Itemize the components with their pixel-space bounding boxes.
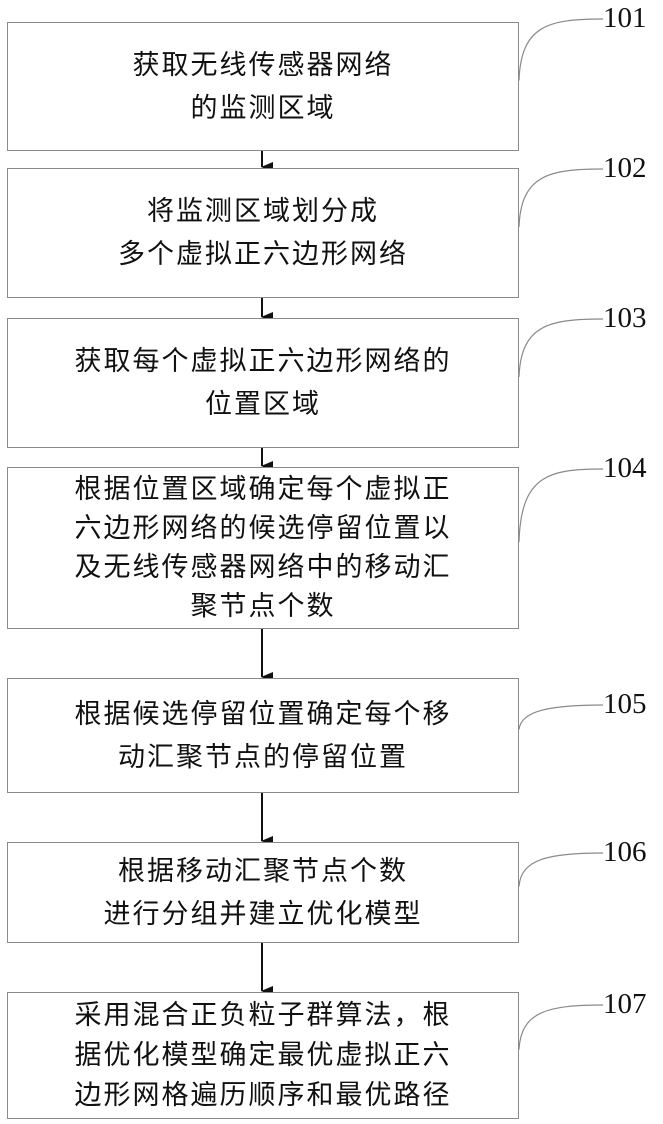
- leader-line: [519, 1005, 603, 1050]
- step-text: 获取无线传感器网络的监测区域: [123, 44, 404, 130]
- step-label-104: 104: [603, 452, 647, 485]
- step-text: 根据位置区域确定每个虚拟正六边形网络的候选停留位置以及无线传感器网络中的移动汇聚…: [65, 470, 462, 626]
- step-label-105: 105: [603, 688, 647, 721]
- step-text: 将监测区域划分成多个虚拟正六边形网络: [108, 190, 418, 276]
- step-box-105: 根据候选停留位置确定每个移动汇聚节点的停留位置: [7, 678, 519, 793]
- leader-line: [519, 705, 603, 730]
- step-text: 根据移动汇聚节点个数进行分组并建立优化模型: [94, 850, 433, 936]
- leader-line: [519, 319, 603, 377]
- leader-line: [519, 853, 603, 887]
- step-label-103: 103: [603, 302, 647, 335]
- step-box-101: 获取无线传感器网络的监测区域: [7, 22, 519, 151]
- step-label-107: 107: [603, 988, 647, 1021]
- step-label-101: 101: [603, 2, 647, 35]
- step-box-107: 采用混合正负粒子群算法，根据优化模型确定最优虚拟正六边形网格遍历顺序和最优路径: [7, 992, 519, 1119]
- leader-line: [519, 469, 603, 542]
- leader-line: [519, 169, 603, 227]
- step-box-106: 根据移动汇聚节点个数进行分组并建立优化模型: [7, 842, 519, 943]
- step-text: 根据候选停留位置确定每个移动汇聚节点的停留位置: [65, 693, 462, 779]
- step-box-102: 将监测区域划分成多个虚拟正六边形网络: [7, 168, 519, 298]
- leader-line: [519, 19, 603, 81]
- step-box-103: 获取每个虚拟正六边形网络的位置区域: [7, 318, 519, 448]
- step-label-102: 102: [603, 152, 647, 185]
- step-box-104: 根据位置区域确定每个虚拟正六边形网络的候选停留位置以及无线传感器网络中的移动汇聚…: [7, 467, 519, 629]
- step-text: 获取每个虚拟正六边形网络的位置区域: [65, 340, 462, 426]
- step-label-106: 106: [603, 836, 647, 869]
- step-text: 采用混合正负粒子群算法，根据优化模型确定最优虚拟正六边形网格遍历顺序和最优路径: [65, 996, 462, 1116]
